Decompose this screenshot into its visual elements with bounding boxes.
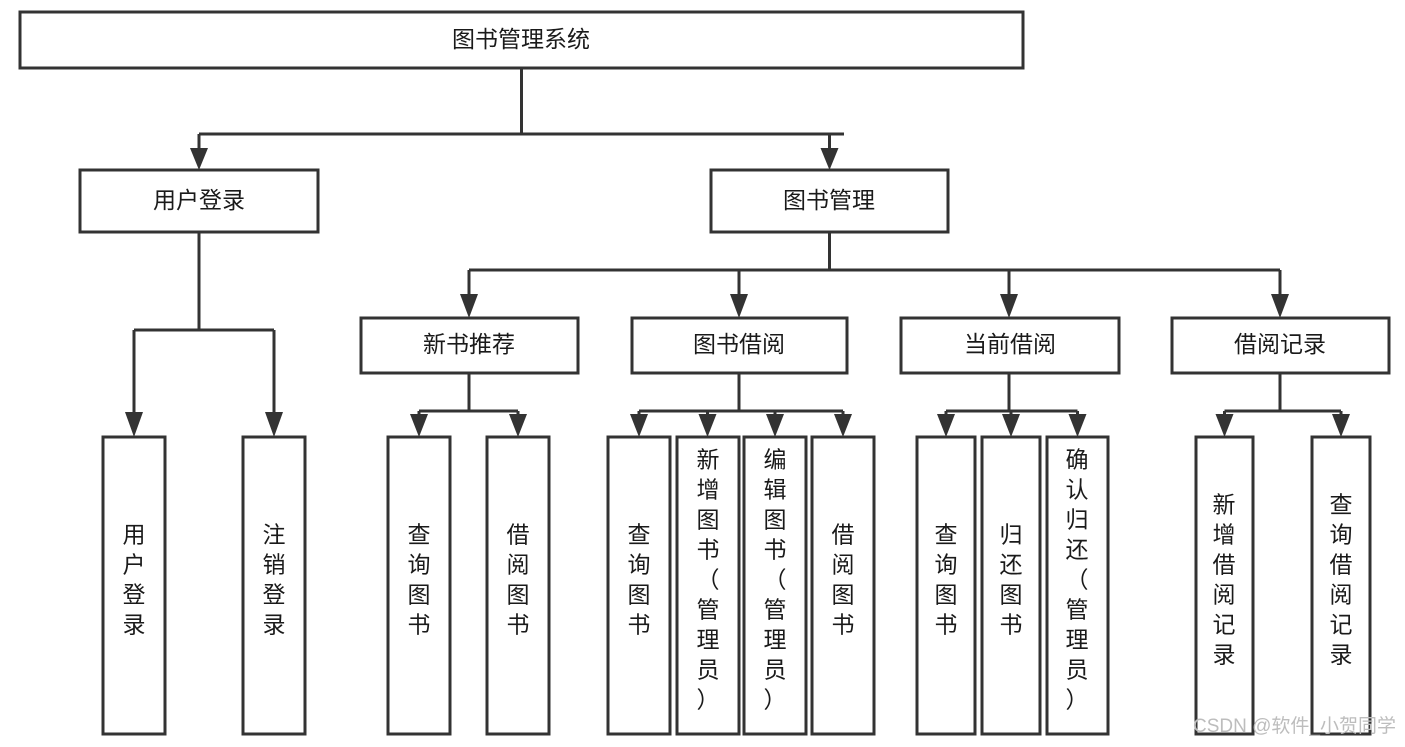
node-borrow-record-box[interactable]: [1170, 316, 1391, 375]
node-leaf-return-book-label: 归还图书: [1000, 522, 1023, 638]
node-leaf-confirm-return-box[interactable]: [1045, 435, 1110, 736]
node-user-login-label: 用户登录: [153, 187, 245, 213]
node-leaf-query-book-1[interactable]: 查询图书: [386, 435, 452, 736]
node-leaf-return-book[interactable]: 归还图书: [980, 435, 1042, 736]
node-leaf-add-record-label: 新增借阅记录: [1213, 492, 1236, 668]
arrow-head-leaf-query-book-3: [937, 414, 955, 437]
arrow-head-user-login: [190, 148, 208, 170]
connectors: [125, 68, 1350, 437]
node-leaf-add-record[interactable]: 新增借阅记录: [1194, 435, 1255, 736]
node-leaf-query-book-2-label: 查询图书: [628, 522, 651, 638]
node-new-book-rec[interactable]: 新书推荐: [359, 316, 580, 375]
node-leaf-return-book-box[interactable]: [980, 435, 1042, 736]
arrow-head-borrow-record: [1271, 294, 1289, 318]
node-leaf-query-record-label: 查询借阅记录: [1330, 492, 1353, 668]
node-leaf-user-login-label: 用户登录: [123, 522, 146, 638]
node-book-borrow-label: 图书借阅: [693, 331, 785, 357]
node-leaf-edit-book-label: 编辑图书（管理员）: [764, 447, 787, 713]
node-leaf-borrow-book-1-label: 借阅图书: [507, 522, 530, 638]
arrow-head-leaf-logout: [265, 412, 283, 437]
arrow-head-leaf-return-book: [1002, 414, 1020, 437]
node-leaf-query-book-3-label: 查询图书: [935, 522, 958, 638]
node-leaf-query-book-3-box[interactable]: [915, 435, 977, 736]
node-root-label: 图书管理系统: [452, 26, 590, 52]
node-leaf-user-login-box[interactable]: [101, 435, 167, 736]
arrow-head-leaf-borrow-book-2: [834, 414, 852, 437]
node-leaf-query-book-3[interactable]: 查询图书: [915, 435, 977, 736]
node-new-book-rec-label: 新书推荐: [423, 331, 515, 357]
node-borrow-record-label: 借阅记录: [1234, 331, 1326, 357]
csdn-watermark: CSDN @软件_小贺同学: [1193, 715, 1396, 737]
node-current-borrow-box[interactable]: [899, 316, 1121, 375]
node-leaf-query-book-1-label: 查询图书: [408, 522, 431, 638]
node-leaf-query-book-2[interactable]: 查询图书: [606, 435, 672, 736]
node-leaf-add-book-label: 新增图书（管理员）: [697, 447, 720, 713]
node-user-login-box[interactable]: [78, 168, 320, 234]
node-leaf-add-record-box[interactable]: [1194, 435, 1255, 736]
node-leaf-logout-label: 注销登录: [263, 522, 286, 638]
node-current-borrow[interactable]: 当前借阅: [899, 316, 1121, 375]
node-borrow-record[interactable]: 借阅记录: [1170, 316, 1391, 375]
node-leaf-borrow-book-2-label: 借阅图书: [832, 522, 855, 638]
node-leaf-borrow-book-2-box[interactable]: [810, 435, 876, 736]
arrow-head-leaf-query-record: [1332, 414, 1350, 437]
node-current-borrow-label: 当前借阅: [964, 331, 1056, 357]
node-book-manage-box[interactable]: [709, 168, 950, 234]
node-leaf-borrow-book-1-box[interactable]: [485, 435, 551, 736]
node-book-manage[interactable]: 图书管理: [709, 168, 950, 234]
node-leaf-edit-book[interactable]: 编辑图书（管理员）: [742, 435, 808, 736]
node-new-book-rec-box[interactable]: [359, 316, 580, 375]
node-leaf-user-login[interactable]: 用户登录: [101, 435, 167, 736]
node-leaf-query-book-1-box[interactable]: [386, 435, 452, 736]
arrow-head-leaf-edit-book: [766, 414, 784, 437]
node-leaf-add-book-box[interactable]: [675, 435, 741, 736]
arrow-head-book-borrow: [730, 294, 748, 318]
arrow-head-leaf-add-book: [698, 414, 717, 437]
arrow-head-leaf-add-record: [1215, 414, 1234, 437]
arrow-head-leaf-query-book-1: [410, 414, 428, 437]
node-leaf-logout[interactable]: 注销登录: [241, 435, 307, 736]
arrow-head-leaf-confirm-return: [1068, 414, 1087, 437]
node-leaf-confirm-return-label: 确认归还（管理员）: [1066, 447, 1089, 713]
arrow-head-leaf-user-login: [125, 412, 143, 437]
arrow-head-leaf-query-book-2: [630, 414, 648, 437]
node-leaf-borrow-book-1[interactable]: 借阅图书: [485, 435, 551, 736]
arrow-head-book-manage: [820, 148, 839, 170]
node-leaf-query-record[interactable]: 查询借阅记录: [1310, 435, 1372, 736]
node-leaf-edit-book-box[interactable]: [742, 435, 808, 736]
node-leaf-query-book-2-box[interactable]: [606, 435, 672, 736]
arrow-head-new-book-rec: [460, 294, 478, 318]
node-leaf-borrow-book-2[interactable]: 借阅图书: [810, 435, 876, 736]
leaf-nodes: 用户登录 注销登录 查询图书 借阅图书 查询图书 新增图书（管理员）: [101, 435, 1372, 736]
node-leaf-logout-box[interactable]: [241, 435, 307, 736]
arrow-head-leaf-borrow-book-1: [509, 414, 527, 437]
node-leaf-confirm-return[interactable]: 确认归还（管理员）: [1045, 435, 1110, 736]
node-book-manage-label: 图书管理: [783, 187, 875, 213]
node-root[interactable]: 图书管理系统: [18, 10, 1025, 70]
node-user-login[interactable]: 用户登录: [78, 168, 320, 234]
node-book-borrow-box[interactable]: [630, 316, 849, 375]
arrow-head-current-borrow: [1000, 294, 1018, 318]
node-leaf-query-record-box[interactable]: [1310, 435, 1372, 736]
node-root-box[interactable]: [18, 10, 1025, 70]
node-leaf-add-book[interactable]: 新增图书（管理员）: [675, 435, 741, 736]
node-book-borrow[interactable]: 图书借阅: [630, 316, 849, 375]
